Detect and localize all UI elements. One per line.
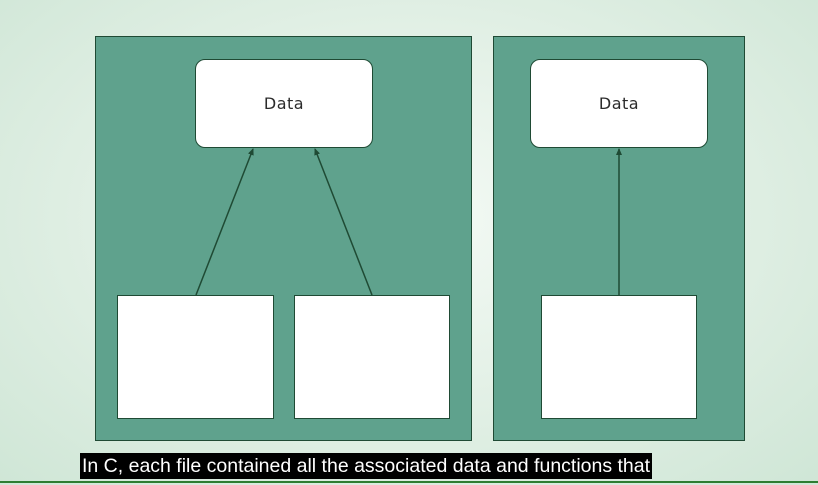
data-box-right: Data [530, 59, 708, 148]
progress-rule [0, 481, 818, 483]
file-box-1 [117, 295, 274, 419]
subtitle-caption: In C, each file contained all the associ… [80, 453, 653, 479]
file-box-3 [541, 295, 697, 419]
data-label-left: Data [263, 94, 305, 113]
file-box-2 [294, 295, 450, 419]
data-label-right: Data [598, 94, 640, 113]
data-box-left: Data [195, 59, 373, 148]
